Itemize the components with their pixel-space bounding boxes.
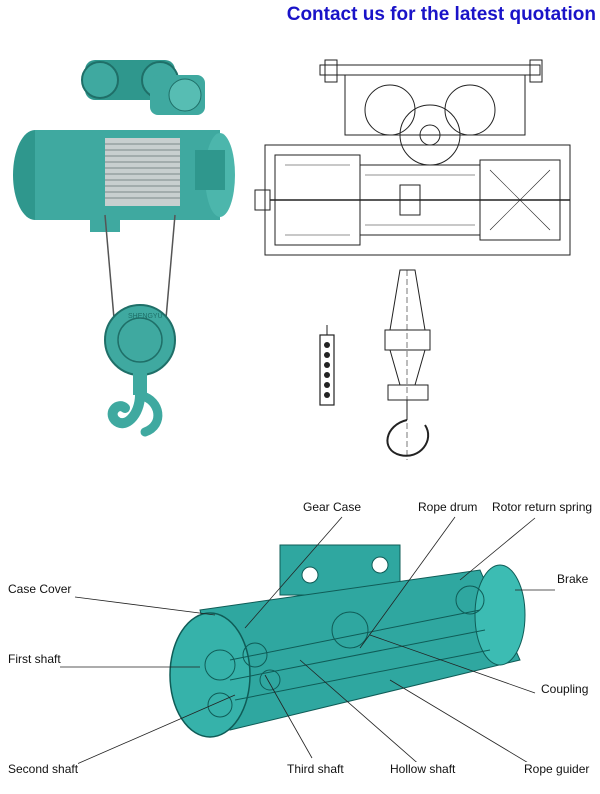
label-brake: Brake xyxy=(557,572,589,586)
contact-banner: Contact us for the latest quotation xyxy=(286,4,596,25)
label-second-shaft: Second shaft xyxy=(8,762,79,776)
hoist-technical-drawing xyxy=(250,40,590,470)
hoist-photo: SHENGYU xyxy=(0,40,250,460)
label-coupling: Coupling xyxy=(541,682,589,696)
label-case-cover: Case Cover xyxy=(8,582,72,596)
hook-block-brand: SHENGYU xyxy=(128,313,163,320)
label-rotor-return-spring: Rotor return spring xyxy=(492,500,593,514)
label-hollow-shaft: Hollow shaft xyxy=(390,762,456,776)
label-first-shaft: First shaft xyxy=(8,652,61,666)
label-rope-drum: Rope drum xyxy=(418,500,478,514)
label-gear-case: Gear Case xyxy=(303,500,362,514)
label-rope-guider: Rope guider xyxy=(524,762,590,776)
hoist-cutaway-diagram: Gear Case Rope drum Rotor return spring … xyxy=(0,480,600,794)
label-third-shaft: Third shaft xyxy=(287,762,344,776)
